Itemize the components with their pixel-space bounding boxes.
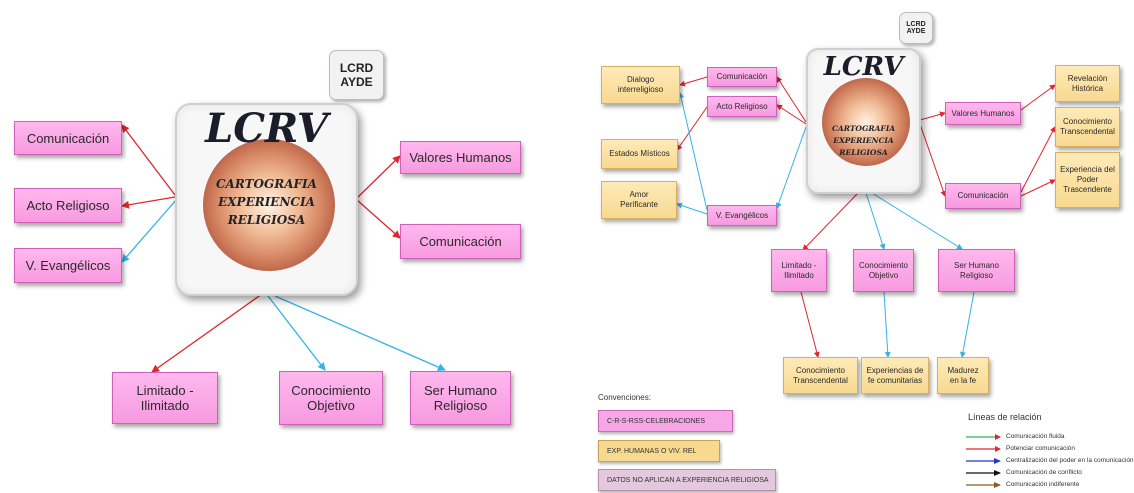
link-left-valores — [356, 155, 401, 199]
node-r-limitado: Limitado - Ilimitado — [771, 249, 827, 292]
badge-line1: LCRD — [339, 61, 374, 75]
node-acto-religioso: Acto Religioso — [14, 188, 122, 223]
hub-right-subtitle-3: RELIGIOSA — [839, 148, 888, 157]
link-left-limitado — [151, 293, 263, 373]
node-amor-perificante: Amor Perificante — [601, 181, 677, 219]
link-left-acto — [121, 196, 176, 209]
link-r-hub-acto — [776, 104, 807, 125]
hub-subtitle-3: RELIGIOSA — [227, 213, 306, 227]
node-r-comunicacion: Comunicación — [707, 67, 777, 87]
link-r-valores-revelacion — [1020, 84, 1056, 111]
node-limitado-ilimitado: Limitado - Ilimitado — [112, 372, 218, 424]
legend-item-centralizacion: Centralización del poder en la comunicac… — [1006, 457, 1134, 464]
link-r-ser-humano-madurez — [959, 291, 975, 358]
link-r-conocimiento-experiencias — [883, 291, 891, 358]
hands-circle-image-right — [822, 78, 910, 166]
link-left-conocimiento — [267, 295, 326, 371]
legend-item-indiferente: Comunicación indiferente — [1006, 481, 1080, 488]
legend-item-fluida: Comunicación fluida — [1006, 433, 1065, 440]
link-r-comunicacion-experiencia — [1020, 179, 1056, 197]
lcrv-hub: LCRV CARTOGRAFIA EXPERIENCIA RELIGIOSA — [175, 103, 358, 296]
legend-box-celebraciones: C-R-S-RSS-CELEBRACIONES — [598, 410, 733, 432]
node-conocimiento-objetivo: Conocimiento Objetivo — [279, 371, 383, 425]
node-r-ser-humano: Ser Humano Religioso — [938, 249, 1015, 292]
link-r-hub-limitado — [802, 192, 859, 251]
node-r-acto-religioso: Acto Religioso — [707, 96, 777, 117]
node-dialogo-interreligioso: Dialogo interreligioso — [601, 66, 680, 104]
node-estados-misticos: Estados Místicos — [601, 139, 678, 169]
hub-right-subtitle-2: EXPERIENCIA — [833, 136, 894, 145]
node-r-comunicacion-right: Comunicación — [945, 183, 1021, 209]
link-r-evangelicos-amor — [676, 202, 708, 215]
badge-right-line1: LCRD — [906, 21, 926, 28]
node-comunicacion-right: Comunicación — [400, 224, 521, 259]
link-r-evangelicos-dialogo — [678, 92, 708, 211]
legend-box-exp-humanas: EXP. HUMANAS O VIV. REL — [598, 440, 720, 462]
hub-subtitle-2: EXPERIENCIA — [218, 195, 315, 209]
hub-title-right: LCRV — [823, 52, 904, 82]
node-conocimiento-transcendental-r: Conocimiento Transcendental — [1055, 107, 1120, 147]
legend-item-potenciar: Potenciar comunicación — [1006, 445, 1076, 452]
link-r-hub-valores — [919, 111, 946, 121]
lcrd-ayde-badge: LCRD AYDE — [329, 50, 384, 100]
node-comunicacion-left: Comunicación — [14, 121, 122, 155]
link-r-comunicacion-conocimiento — [1020, 126, 1056, 193]
link-left-evangelicos — [121, 199, 177, 263]
link-r-acto-estados — [676, 106, 708, 151]
node-r-valores-humanos: Valores Humanos — [945, 102, 1021, 125]
conventions-title: Convenciones: — [598, 393, 651, 402]
node-valores-humanos: Valores Humanos — [400, 141, 521, 174]
hub-title: LCRV — [205, 105, 328, 152]
lcrd-ayde-badge-right: LCRD AYDE — [899, 12, 933, 44]
link-r-hub-comunicacion — [776, 76, 807, 123]
node-revelacion-historica: Revelación Histórica — [1055, 65, 1120, 102]
lines-legend-title: Líneas de relación — [968, 412, 1042, 422]
hub-subtitle-1: CARTOGRAFIA — [216, 177, 317, 191]
node-experiencias-fe: Experiencias de fe comunitarias — [861, 357, 929, 394]
legend-item-conflicto: Comunicación de conflicto — [1006, 469, 1082, 476]
node-ser-humano-religioso: Ser Humano Religioso — [410, 371, 511, 425]
link-r-hub-evangelicos — [775, 126, 807, 209]
hub-right-subtitle-1: CARTOGRAFIA — [831, 124, 896, 133]
link-r-limitado-conocimiento — [800, 291, 820, 358]
link-r-hub-comunicacion-r — [919, 123, 947, 197]
node-conocimiento-transcendental-b: Conocimiento Transcendental — [783, 357, 858, 394]
badge-line2: AYDE — [340, 75, 373, 89]
link-r-comunicacion-dialogo — [679, 76, 708, 87]
node-v-evangelicos: V. Evangélicos — [14, 248, 122, 283]
lcrv-hub-right: LCRV CARTOGRAFIA EXPERIENCIA RELIGIOSA — [806, 48, 921, 194]
link-left-comunicacion — [121, 124, 176, 196]
node-experiencia-poder: Experiencia del Poder Trascendente — [1055, 152, 1120, 208]
node-r-conocimiento-objetivo: Conocimiento Objetivo — [853, 249, 914, 292]
badge-right-line2: AYDE — [906, 28, 926, 35]
link-r-hub-conocimiento — [865, 192, 886, 250]
node-madurez-fe: Madurez en la fe — [937, 357, 989, 394]
hands-circle-image — [203, 139, 335, 271]
link-left-comunicacion-r — [356, 199, 401, 239]
node-r-v-evangelicos: V. Evangélicos — [707, 205, 777, 226]
link-left-ser-humano — [274, 295, 446, 371]
legend-box-datos-no-aplican: DATOS NO APLICAN A EXPERIENCIA RELIGIOSA — [598, 469, 776, 491]
